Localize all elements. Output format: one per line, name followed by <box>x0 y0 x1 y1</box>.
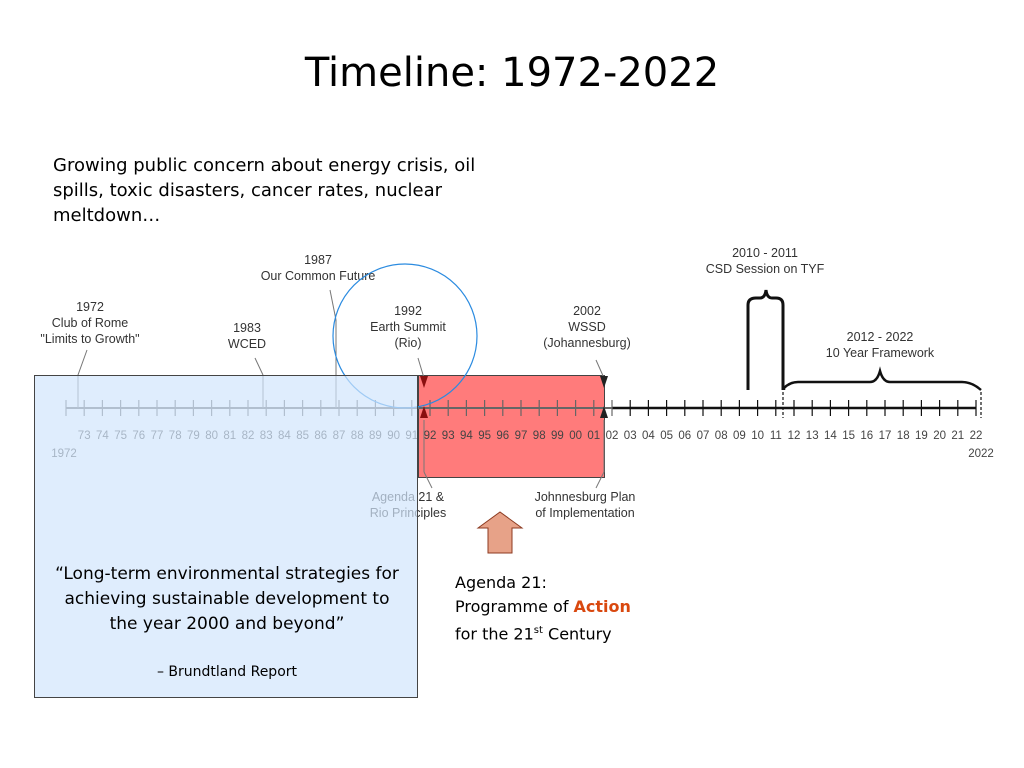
marker-1992-down <box>420 376 428 388</box>
event-label-line: 2010 - 2011 <box>732 246 798 260</box>
tick-label: 93 <box>442 430 455 442</box>
tick-label: 00 <box>569 430 582 442</box>
agenda21-note-line2: Programme of Action <box>455 595 631 619</box>
tick-label: 13 <box>806 430 819 442</box>
tick-label: 92 <box>424 430 437 442</box>
event-label-line: 1992 <box>394 304 422 318</box>
connector-1987 <box>329 289 337 321</box>
tick-label: 09 <box>733 430 746 442</box>
tick-label: 01 <box>587 430 600 442</box>
connector-1983 <box>254 357 264 376</box>
event-label-line: WSSD <box>568 320 606 334</box>
event-label-line: 1983 <box>233 321 261 335</box>
tick-label: 20 <box>933 430 946 442</box>
tick-label: 21 <box>951 430 964 442</box>
marker-2002-down <box>600 376 608 388</box>
agenda21-up-arrow <box>476 511 524 554</box>
agenda21-note-line3-suffix: Century <box>542 624 612 644</box>
agenda21-note-line3-sup: st <box>533 625 543 636</box>
event-label-line: 1972 <box>76 300 104 314</box>
quote-author: – Brundtland Report <box>156 664 298 680</box>
tick-label: 12 <box>788 430 801 442</box>
tick-label: 15 <box>842 430 855 442</box>
tick-label: 07 <box>697 430 710 442</box>
event-label-line: 2002 <box>573 304 601 318</box>
agenda21-note-line3-prefix: for the 21 <box>455 624 534 644</box>
agenda21-note: Agenda 21: Programme of Action for the 2… <box>455 571 631 646</box>
tick-label: 02 <box>606 430 619 442</box>
axis-end-label: 2022 <box>968 448 994 460</box>
event-label-line: Club of Rome <box>52 316 128 330</box>
tick-label: 99 <box>551 430 564 442</box>
marker-1992-up <box>420 406 428 418</box>
connector-2002 <box>595 359 605 379</box>
brundtland-quote: “Long-term environmental strategies for … <box>55 564 399 634</box>
tick-label: 10 <box>751 430 764 442</box>
tick-label: 16 <box>860 430 873 442</box>
event-label-line: (Rio) <box>394 336 421 350</box>
event-label-line: "Limits to Growth" <box>40 332 139 346</box>
tick-label: 04 <box>642 430 655 442</box>
intro-text: Growing public concern about energy cris… <box>53 155 476 226</box>
tick-label: 98 <box>533 430 546 442</box>
connector-1992 <box>417 357 425 379</box>
tick-label: 97 <box>515 430 528 442</box>
event-2012-2022-10yfp: 2012 - 2022 10 Year Framework <box>826 330 935 360</box>
tick-label: 05 <box>660 430 673 442</box>
event-label-line: 10 Year Framework <box>826 346 935 360</box>
highlight-1992-2002 <box>418 375 605 478</box>
tick-label: 14 <box>824 430 837 442</box>
agenda21-note-line3: for the 21st Century <box>455 619 631 646</box>
event-label-line: 2012 - 2022 <box>847 330 914 344</box>
tick-label: 03 <box>624 430 637 442</box>
event-label-line: CSD Session on TYF <box>706 262 825 276</box>
tick-label: 11 <box>770 430 782 442</box>
event-label-line: Earth Summit <box>370 320 446 334</box>
tick-label: 17 <box>879 430 892 442</box>
event-label-line: of Implementation <box>535 506 634 520</box>
event-markers <box>420 376 608 418</box>
agenda21-note-line1: Agenda 21: <box>455 573 547 592</box>
tick-label: 22 <box>970 430 983 442</box>
csd-tyf-bracket <box>746 289 785 390</box>
tick-label: 19 <box>915 430 928 442</box>
event-label-line: Our Common Future <box>261 269 376 283</box>
brundtland-quote-box <box>34 375 418 698</box>
tick-label: 96 <box>496 430 509 442</box>
tick-label: 95 <box>478 430 491 442</box>
tick-label: 08 <box>715 430 728 442</box>
agenda21-note-action-word: Action <box>573 597 631 616</box>
event-label-line: (Johannesburg) <box>543 336 631 350</box>
tick-label: 18 <box>897 430 910 442</box>
slide-title: Timeline: 1972-2022 <box>304 50 720 96</box>
agenda21-note-line2-prefix: Programme of <box>455 597 574 616</box>
event-label-line: 1987 <box>304 253 332 267</box>
ten-year-framework-bracket <box>782 366 982 391</box>
event-label-line: Johnnesburg Plan <box>535 490 636 504</box>
event-label-line: WCED <box>228 337 266 351</box>
event-johannesburg-plan: Johnnesburg Plan of Implementation <box>535 490 636 520</box>
tick-label: 94 <box>460 430 473 442</box>
tick-label: 06 <box>678 430 691 442</box>
marker-2002-up <box>600 406 608 418</box>
